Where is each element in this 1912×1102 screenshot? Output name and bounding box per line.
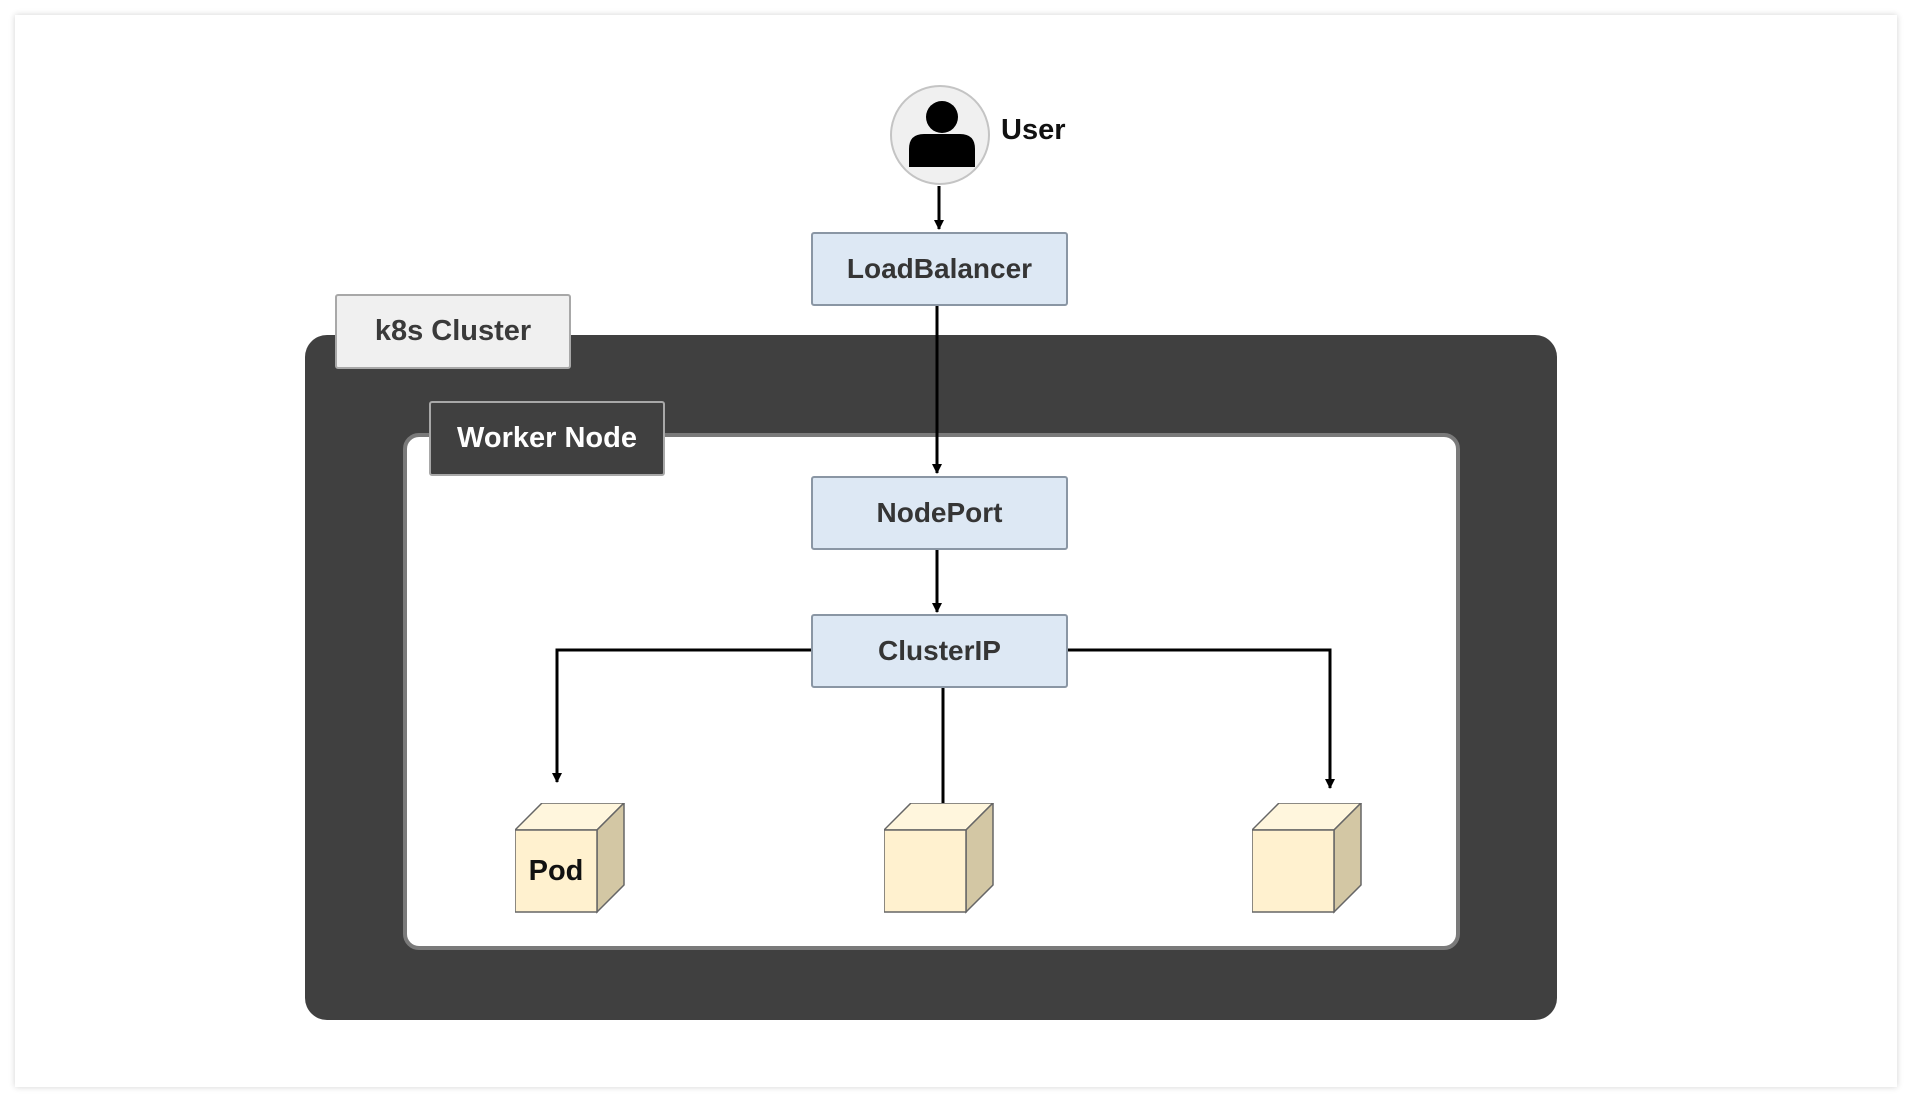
cube-icon	[882, 801, 995, 914]
cube-icon	[513, 801, 626, 914]
nodeport-box: NodePort	[811, 476, 1068, 550]
cube-icon	[1250, 801, 1363, 914]
pod-1: Pod	[513, 801, 627, 915]
user-avatar	[890, 85, 990, 185]
pod-label	[1252, 830, 1334, 912]
pod-3	[1250, 801, 1364, 915]
clusterip-box: ClusterIP	[811, 614, 1068, 688]
person-icon	[909, 101, 975, 167]
pod-label	[884, 830, 966, 912]
user-label: User	[1001, 114, 1066, 146]
pod-label: Pod	[528, 854, 584, 887]
pod-2	[882, 801, 996, 915]
arrow-clusterip-to-pod-3	[1068, 648, 1335, 789]
worker-node-label: Worker Node	[429, 401, 665, 476]
arrow-clusterip-to-pod-1	[552, 648, 811, 783]
k8s-cluster-label: k8s Cluster	[335, 294, 571, 369]
loadbalancer-box: LoadBalancer	[811, 232, 1068, 306]
